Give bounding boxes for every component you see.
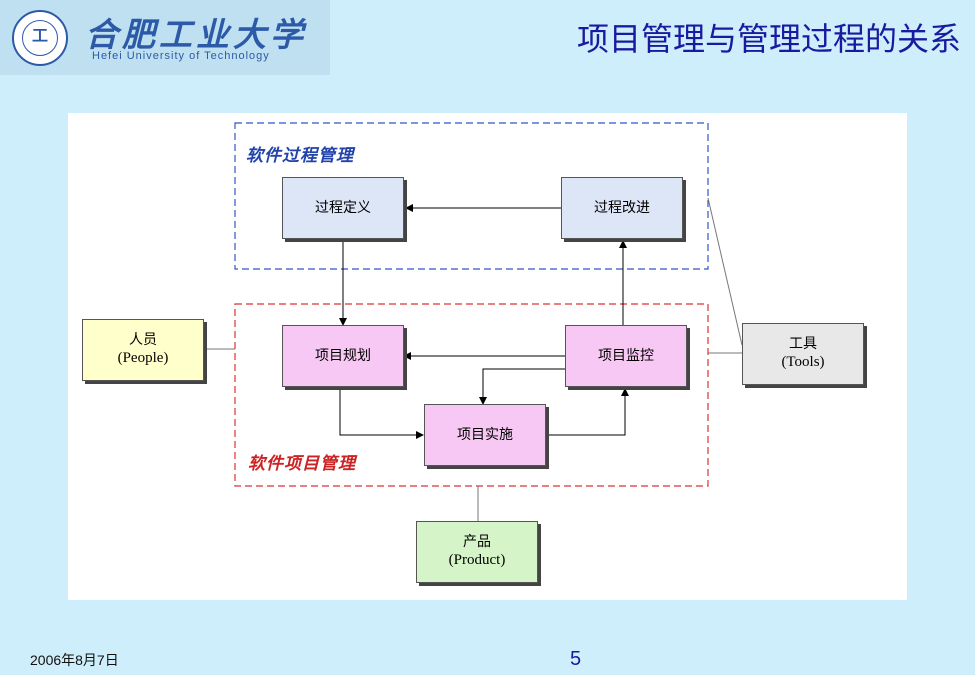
project-monitoring-node: 项目监控	[565, 325, 687, 387]
tools-node: 工具 (Tools)	[742, 323, 864, 385]
page-number: 5	[570, 648, 582, 670]
logo-english-name: Hefei University of Technology	[92, 50, 270, 62]
diagram-connectors	[204, 122, 743, 521]
product-label-en: (Product)	[448, 552, 506, 569]
university-logo: 工 合肥工业大学 Hefei University of Technology	[0, 0, 330, 75]
project-planning-label: 项目规划	[315, 347, 371, 364]
footer-date: 2006年8月7日	[30, 652, 119, 668]
arrow-planning-to-execution	[339, 388, 424, 439]
tools-label-en: (Tools)	[781, 354, 825, 371]
process-improvement-label: 过程改进	[594, 199, 650, 216]
process-definition-node: 过程定义	[282, 177, 404, 239]
people-label-cn: 人员	[129, 332, 157, 349]
tools-label-cn: 工具	[789, 336, 817, 353]
arrow-execution-to-monitoring	[546, 388, 629, 436]
project-execution-label: 项目实施	[457, 426, 513, 443]
project-planning-node: 项目规划	[282, 325, 404, 387]
product-node: 产品 (Product)	[416, 521, 538, 583]
project-monitoring-label: 项目监控	[598, 347, 654, 364]
people-label-en: (People)	[117, 350, 169, 367]
diagram-panel: 软件过程管理 软件项目管理 过程定义 过程改进 项目规划 项目监控 项目实施 人…	[68, 113, 907, 600]
arrow-monitoring-to-execution	[479, 368, 565, 405]
seal-icon: 工	[12, 10, 68, 66]
link-tools-to-process	[707, 197, 743, 346]
process-definition-label: 过程定义	[315, 199, 371, 216]
product-label-cn: 产品	[463, 534, 491, 551]
project-management-label: 软件项目管理	[248, 454, 356, 474]
slide-title: 项目管理与管理过程的关系	[576, 20, 961, 58]
project-execution-node: 项目实施	[424, 404, 546, 466]
logo-chinese-name: 合肥工业大学	[85, 15, 307, 54]
process-management-label: 软件过程管理	[246, 146, 354, 166]
people-node: 人员 (People)	[82, 319, 204, 381]
process-improvement-node: 过程改进	[561, 177, 683, 239]
process-management-frame	[234, 122, 709, 270]
project-management-frame	[234, 303, 709, 487]
